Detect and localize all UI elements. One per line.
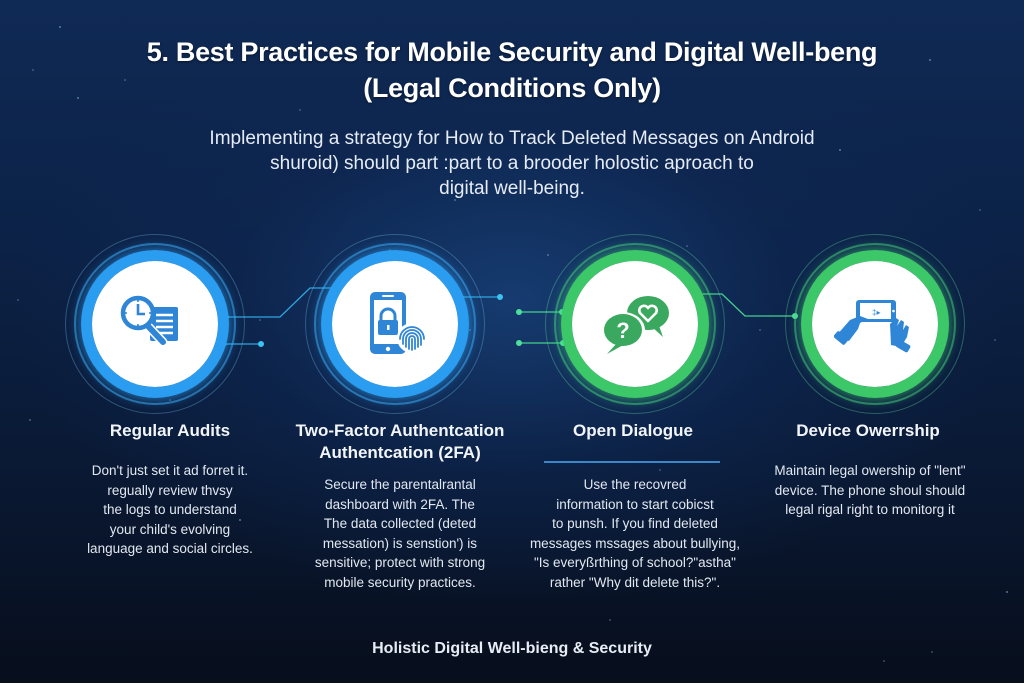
device-ownership-badge: ‡▸ (785, 234, 965, 414)
clock-magnifier-document-icon (120, 295, 178, 347)
two-factor-description: Secure the parentalrantal dashboard with… (314, 477, 486, 590)
open-dialogue-title: Open Dialogue (573, 421, 693, 440)
title-line-2: (Legal Conditions Only) (363, 73, 661, 103)
footer-label: Holistic Digital Well-bieng & Security (372, 640, 652, 657)
phone-lock-fingerprint-icon (370, 292, 427, 354)
hands-holding-phone-icon: ‡▸ (834, 300, 911, 353)
regular-audits-title: Regular Audits (109, 421, 231, 440)
open-dialogue-divider (544, 461, 720, 463)
intro-text: Implementing a strategy for How to Track… (0, 126, 1024, 201)
two-factor-badge (305, 234, 485, 414)
open-dialogue-description: Use the recovred information to start co… (529, 477, 741, 590)
page-title: 5. Best Practices for Mobile Security an… (0, 34, 1024, 106)
regular-audits-badge (65, 234, 245, 414)
intro-line-1: Implementing a strategy for How to Track… (209, 128, 815, 149)
intro-line-3: digital well-being. (439, 178, 585, 199)
open-dialogue-badge: ? (545, 234, 725, 414)
device-ownership-title: Device Owerrship (796, 421, 940, 440)
svg-text:‡▸: ‡▸ (872, 308, 880, 317)
regular-audits-description: Don't just set it ad forret it. regually… (87, 463, 253, 556)
device-ownership-description: Maintain legal owership of "lent" device… (774, 463, 966, 517)
title-line-1: 5. Best Practices for Mobile Security an… (146, 37, 878, 67)
chat-bubbles-question-heart-icon: ? (601, 296, 669, 354)
svg-text:?: ? (616, 318, 629, 343)
two-factor-title: Two-Factor Authentcation Authentcation (… (295, 421, 505, 462)
intro-line-2: shuroid) should part :part to a brooder … (270, 153, 754, 174)
